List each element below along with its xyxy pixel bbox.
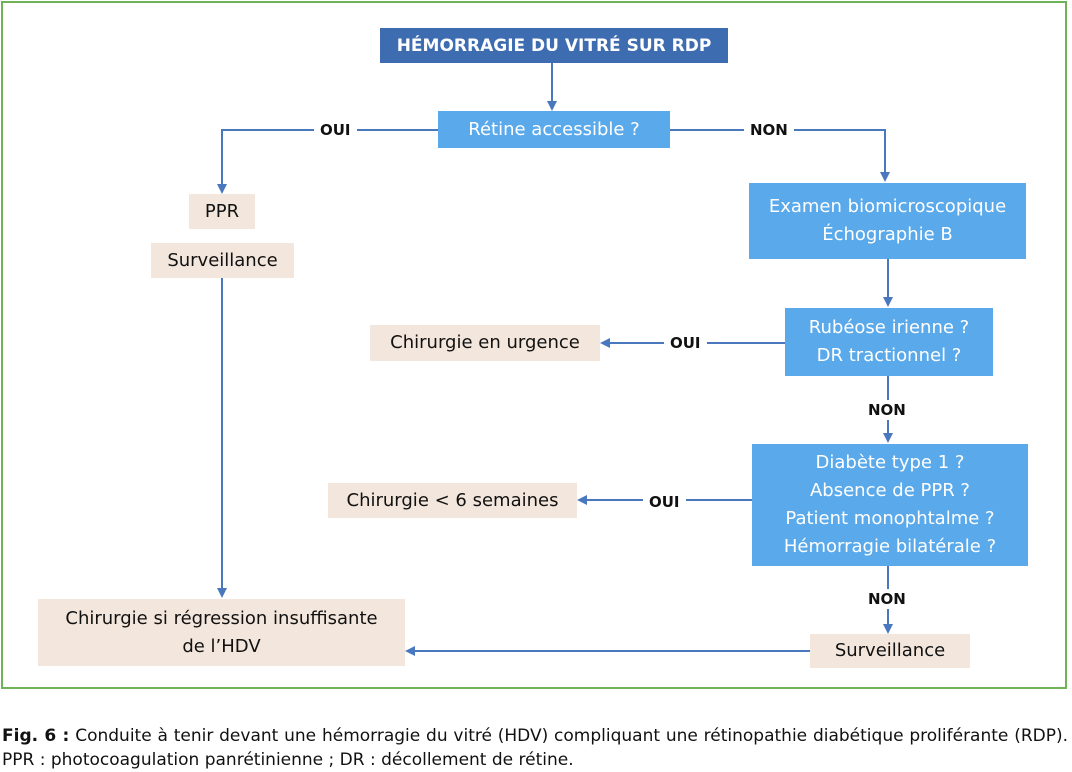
- urgent-surgery-text: Chirurgie en urgence: [390, 332, 580, 353]
- rubeose-line-2: DR tractionnel ?: [816, 345, 962, 366]
- arrow-retina-to-ppr: [217, 129, 438, 194]
- title-text: HÉMORRAGIE DU VITRÉ SUR RDP: [396, 35, 712, 56]
- criteria-box: Diabète type 1 ? Absence de PPR ? Patien…: [752, 444, 1028, 566]
- criteria-line-3: Patient monophtalme ?: [785, 508, 995, 529]
- figure-caption: Fig. 6 : Conduite à tenir devant une hém…: [2, 724, 1068, 772]
- ppr-box: PPR: [189, 194, 255, 229]
- arrow-retina-to-exam: [670, 129, 890, 182]
- diagram-frame: [1, 1, 1067, 689]
- oui-label-criteria: OUI: [643, 492, 686, 512]
- regression-surgery-box: Chirurgie si régression insuffisante de …: [38, 599, 405, 666]
- exam-line-2: Échographie B: [822, 224, 953, 245]
- urgent-surgery-box: Chirurgie en urgence: [370, 325, 600, 361]
- surveillance-left-box: Surveillance: [151, 243, 294, 278]
- caption-prefix: Fig. 6 :: [2, 726, 70, 746]
- regression-line-2: de l’HDV: [182, 635, 261, 657]
- regression-line-1: Chirurgie si régression insuffisante: [65, 607, 378, 629]
- surveillance-right-box: Surveillance: [810, 634, 970, 668]
- criteria-line-2: Absence de PPR ?: [809, 480, 970, 501]
- non-label-rubeose: NON: [862, 400, 912, 420]
- rubeose-line-1: Rubéose irienne ?: [808, 317, 970, 338]
- surveillance-right-text: Surveillance: [834, 640, 946, 661]
- non-label-retina: NON: [744, 120, 794, 140]
- rubeose-box: Rubéose irienne ? DR tractionnel ?: [785, 308, 993, 376]
- title-box: HÉMORRAGIE DU VITRÉ SUR RDP: [380, 28, 728, 63]
- ppr-text: PPR: [204, 200, 240, 222]
- six-weeks-surgery-text: Chirurgie < 6 semaines: [346, 489, 559, 511]
- criteria-line-4: Hémorragie bilatérale ?: [783, 536, 997, 557]
- retina-accessible-text: Rétine accessible ?: [468, 118, 640, 140]
- oui-label-retina: OUI: [314, 120, 357, 140]
- criteria-line-1: Diabète type 1 ?: [815, 452, 965, 473]
- retina-accessible-box: Rétine accessible ?: [438, 111, 670, 148]
- exam-box: Examen biomicroscopique Échographie B: [749, 183, 1026, 259]
- caption-text: Conduite à tenir devant une hémorragie d…: [2, 726, 1069, 770]
- non-label-criteria: NON: [862, 589, 912, 609]
- oui-label-rubeose: OUI: [664, 333, 707, 353]
- surveillance-left-text: Surveillance: [167, 249, 278, 271]
- exam-line-1: Examen biomicroscopique: [768, 196, 1007, 217]
- six-weeks-surgery-box: Chirurgie < 6 semaines: [328, 483, 577, 518]
